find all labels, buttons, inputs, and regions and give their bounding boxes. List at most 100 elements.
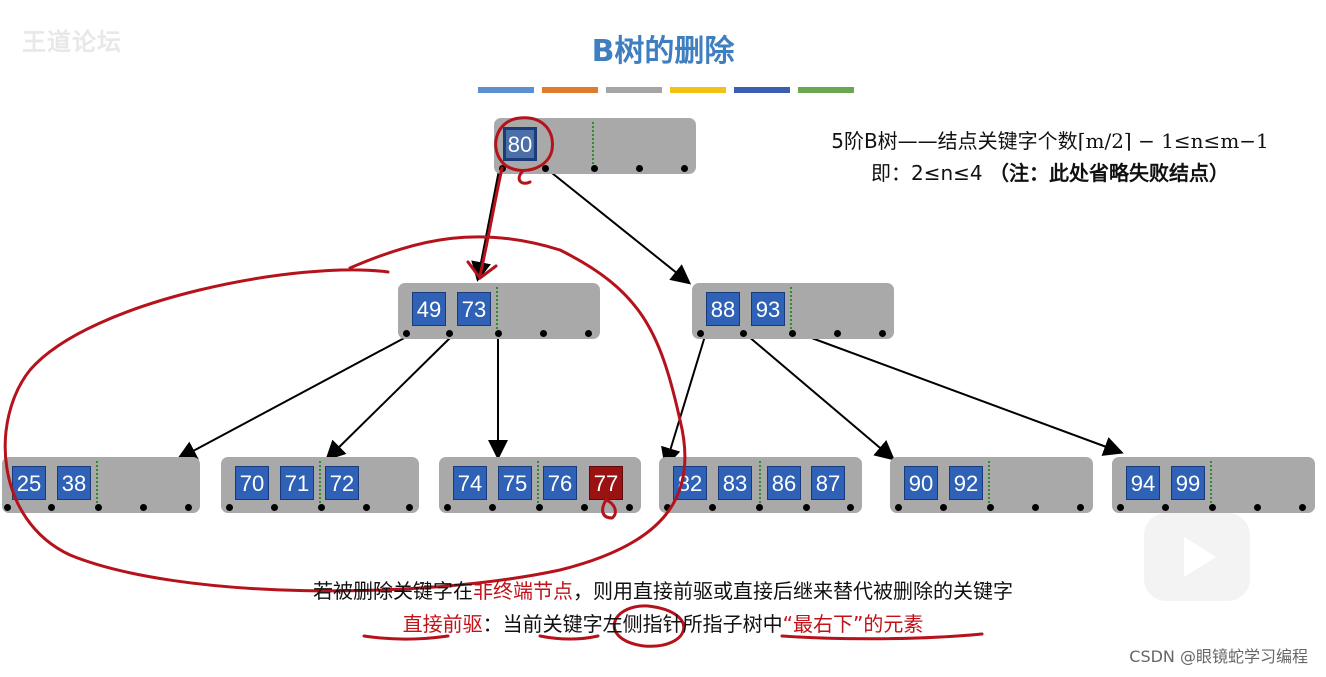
note-line2-prefix: 即：2≤n≤4: [871, 161, 989, 185]
key-leaf1-2[interactable]: 38: [57, 466, 91, 500]
key-separator: [1210, 461, 1212, 507]
caption2-red-2: “最右下”的元素: [782, 612, 924, 636]
caption-line-2: 直接前驱：当前关键字左侧指针所指子树中“最右下”的元素: [0, 608, 1326, 637]
loop-around-left-subtree: [3, 235, 687, 593]
page-title: B树的删除: [591, 34, 735, 69]
key-right-1[interactable]: 88: [706, 292, 740, 326]
color-swatch-6: [798, 87, 854, 93]
key-leaf1-1[interactable]: 25: [12, 466, 46, 500]
pointer-dot: [879, 330, 886, 337]
key-leaf6-2[interactable]: 99: [1171, 466, 1205, 500]
key-leaf2-1[interactable]: 70: [235, 466, 269, 500]
underline-current-key: [538, 634, 600, 641]
circle-around-80: [494, 116, 554, 172]
key-leaf3-3[interactable]: 76: [543, 466, 577, 500]
key-separator: [988, 461, 990, 507]
pointer-dot: [895, 504, 902, 511]
pointer-dot: [1077, 504, 1084, 511]
csdn-watermark: CSDN @眼镜蛇学习编程: [1129, 647, 1308, 666]
key-root-1[interactable]: 80: [503, 127, 537, 161]
key-separator: [790, 287, 792, 333]
edge-root-right: [541, 164, 692, 285]
pointer-dot: [4, 504, 11, 511]
watermark: 王道论坛: [22, 28, 122, 56]
right-internal-node: 88 93: [692, 283, 894, 339]
leaf-node-1: 25 38: [2, 457, 200, 513]
caption2-red-1: 直接前驱: [402, 612, 483, 636]
pointer-dot: [681, 165, 688, 172]
key-separator: [759, 461, 761, 507]
pointer-dot: [444, 504, 451, 511]
pointer-dot: [664, 504, 671, 511]
key-leaf4-2[interactable]: 83: [718, 466, 752, 500]
color-swatch-4: [670, 87, 726, 93]
pointer-dot: [591, 165, 598, 172]
key-leaf3-2[interactable]: 75: [498, 466, 532, 500]
leaf-node-3: 74 75 76 77: [439, 457, 641, 513]
key-separator: [496, 287, 498, 333]
pointer-dot: [1254, 504, 1261, 511]
pointer-dot: [847, 504, 854, 511]
pointer-dot: [403, 330, 410, 337]
pointer-dot: [940, 504, 947, 511]
key-leaf2-3[interactable]: 72: [325, 466, 359, 500]
note-formula: ⌈m/2⌉ − 1≤n≤m−1: [1077, 129, 1269, 153]
key-right-2[interactable]: 93: [751, 292, 785, 326]
circle-left-pointer: [612, 604, 685, 648]
caption1-part-b: ，则用直接前驱或直接后继来替代被删除的关键字: [573, 579, 1013, 603]
pointer-dot: [185, 504, 192, 511]
caption1-red: 非终端节点: [473, 579, 573, 603]
key-separator: [319, 461, 321, 507]
key-leaf3-4-predecessor[interactable]: 77: [589, 466, 623, 500]
color-swatch-1: [478, 87, 534, 93]
pointer-dot: [318, 504, 325, 511]
pointer-dot: [542, 165, 549, 172]
key-leaf2-2[interactable]: 71: [280, 466, 314, 500]
pointer-dot: [1209, 504, 1216, 511]
key-leaf5-2[interactable]: 92: [949, 466, 983, 500]
pointer-dot: [406, 504, 413, 511]
underline-direct-predecessor: [362, 634, 450, 641]
note-line-1: 5阶B树——结点关键字个数⌈m/2⌉ − 1≤n≤m−1: [790, 125, 1310, 157]
pointer-dot: [756, 504, 763, 511]
note-line-2: 即：2≤n≤4 （注：此处省略失败结点）: [790, 157, 1310, 189]
pointer-dot: [446, 330, 453, 337]
key-leaf5-1[interactable]: 90: [904, 466, 938, 500]
key-leaf3-1[interactable]: 74: [453, 466, 487, 500]
pointer-dot: [536, 504, 543, 511]
key-leaf4-4[interactable]: 87: [811, 466, 845, 500]
key-leaf6-1[interactable]: 94: [1126, 466, 1160, 500]
leaf-node-6: 94 99: [1112, 457, 1315, 513]
marker-under-80: [517, 170, 532, 185]
pointer-dot: [834, 330, 841, 337]
color-swatch-2: [542, 87, 598, 93]
caption-line-1: 若被删除关键字在非终端节点，则用直接前驱或直接后继来替代被删除的关键字: [0, 575, 1326, 604]
pointer-dot: [740, 330, 747, 337]
pointer-dot: [495, 330, 502, 337]
left-internal-node: 49 73: [398, 283, 600, 339]
pointer-dot: [987, 504, 994, 511]
pointer-dot: [709, 504, 716, 511]
b-tree-rule-note: 5阶B树——结点关键字个数⌈m/2⌉ − 1≤n≤m−1 即：2≤n≤4 （注：…: [790, 125, 1310, 189]
key-separator: [537, 461, 539, 507]
pointer-dot: [697, 330, 704, 337]
color-swatch-5: [734, 87, 790, 93]
pointer-dot: [636, 165, 643, 172]
edge-right-leaf5: [747, 335, 896, 461]
pointer-dot: [585, 330, 592, 337]
pointer-dot: [1162, 504, 1169, 511]
pointer-dot: [226, 504, 233, 511]
key-left-1[interactable]: 49: [412, 292, 446, 326]
edge-left-leaf2: [325, 335, 453, 461]
key-separator: [592, 122, 594, 168]
key-left-2[interactable]: 73: [457, 292, 491, 326]
color-swatch-3: [606, 87, 662, 93]
pointer-dot: [48, 504, 55, 511]
key-leaf4-3[interactable]: 86: [767, 466, 801, 500]
marker-under-77: [601, 498, 617, 520]
underline-bottom-right: [780, 632, 984, 641]
edge-left-leaf1: [176, 335, 409, 460]
play-button-overlay[interactable]: [1144, 513, 1250, 601]
edge-right-leaf4: [661, 335, 706, 468]
